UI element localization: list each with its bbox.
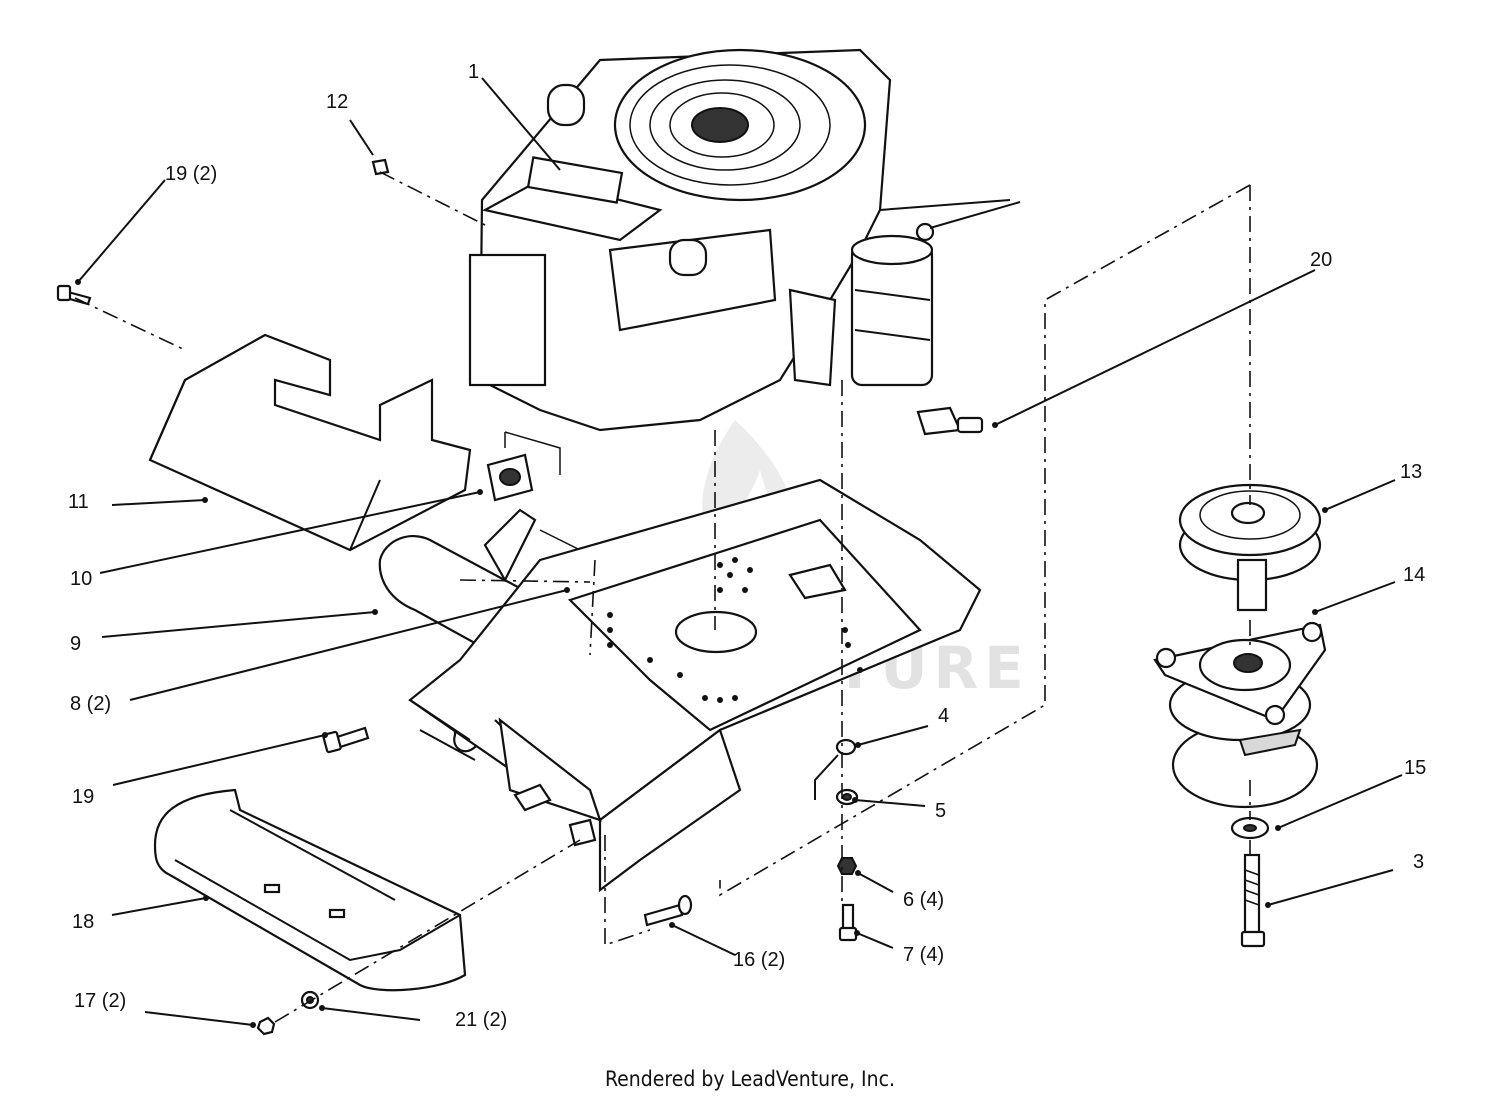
bumper-part [153,788,467,992]
heat-shield-part [148,333,472,552]
callout-13: 13 [1400,461,1422,483]
clutch-part [1153,621,1327,809]
callout-20: 20 [1310,249,1332,271]
engine-part [468,48,1021,436]
washer-21-part [300,990,320,1010]
callout-19: 19 [72,786,94,808]
frame-holes [607,557,863,703]
frame-part [408,478,982,893]
washer-15-part [1230,816,1270,840]
callout-10: 10 [70,568,92,590]
footer-credit: Rendered by LeadVenture, Inc. [605,1067,895,1091]
nut-17-part [256,1016,276,1036]
callout-18: 18 [72,911,94,933]
callout-19-2: 19 (2) [165,163,217,185]
pulley-part [1178,483,1322,612]
callout-8-2: 8 (2) [70,693,111,715]
nut-6-part [836,857,858,875]
gasket-part [486,431,561,502]
callout-9: 9 [70,633,81,655]
callout-7-4: 7 (4) [903,944,944,966]
bolt-7-part [838,903,858,942]
callout-5: 5 [935,800,946,822]
callout-15: 15 [1404,757,1426,779]
bolt-19-2-part [56,284,92,306]
assembly-lines [74,171,1251,1023]
callout-6-4: 6 (4) [903,889,944,911]
callout-1: 1 [468,61,479,83]
callout-16-2: 16 (2) [733,949,785,971]
leader-lines [77,77,1403,1026]
leader-dots [75,279,1328,1028]
callout-11: 11 [68,491,89,513]
bolt-16-part [643,894,693,927]
bolt-3-part [1240,853,1266,948]
callout-12: 12 [326,91,348,113]
callout-3: 3 [1413,851,1424,873]
callout-21-2: 21 (2) [455,1009,507,1031]
clip-12-part [371,158,390,176]
callout-labels: 1 12 19 (2) 20 11 10 9 8 (2) 13 14 4 5 1… [68,61,1426,1031]
callout-17-2: 17 (2) [74,990,126,1012]
callout-14: 14 [1403,564,1425,586]
bolt-19-part [322,726,370,754]
callout-4: 4 [938,705,949,727]
